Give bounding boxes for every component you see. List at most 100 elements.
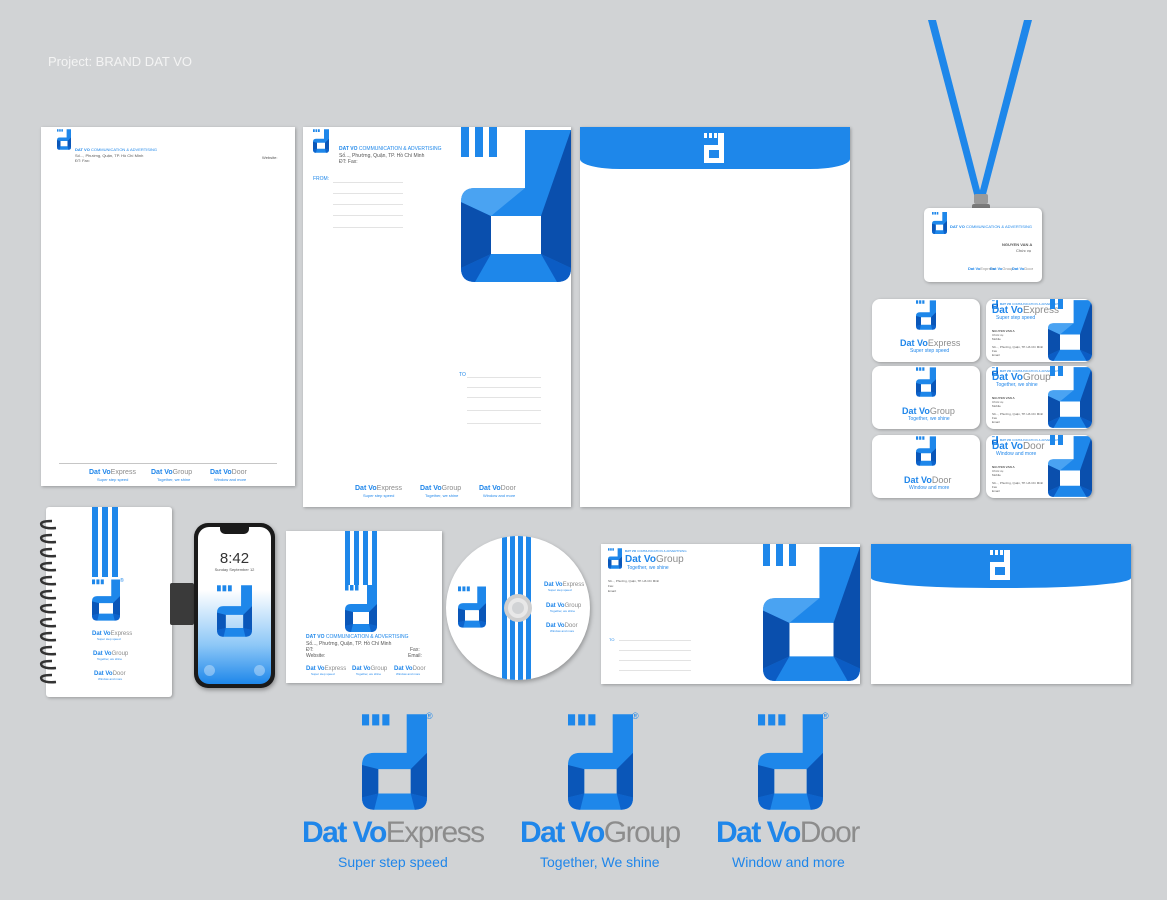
from-label: FROM: [313,176,330,182]
sleeve-fax: Fax: [410,647,420,653]
sleeve-phone: ĐT: [306,647,314,653]
brand-group-tagline: Together, We shine [540,854,660,870]
logo-icon [313,129,329,153]
cd-brand-door: Dat VoDoor [546,623,578,629]
logo-icon [916,367,936,397]
cd-tagline-door: Window and more [550,629,575,633]
badge-role: Chức vụ [1016,248,1032,253]
notebook-tagline-group: Together, we shine [97,657,123,661]
registered-mark: ® [822,711,829,721]
logo-icon [345,585,377,632]
brand-door-mini: Dat VoDoor [479,485,516,492]
logo-icon-white [704,133,724,163]
logo-icon [568,714,633,810]
dl-address: Số..., Phường, Quận, TP. Hồ Chí Minh [608,579,660,583]
notebook-tagline-door: Window and more [98,677,123,681]
card-back-name: NGUYEN VAN A [992,396,1015,400]
card-back-name: NGUYEN VAN A [992,329,1015,333]
logo-icon [458,586,486,628]
flashlight-icon[interactable] [204,665,215,676]
camera-icon[interactable] [254,665,265,676]
project-title: Project: BRAND DAT VO [48,54,192,69]
sleeve-address: Số..., Phường, Quận, TP. Hồ Chí Minh [306,641,392,647]
brand-express-wordmark: Dat VoExpress [302,816,485,849]
sleeve-website: Website: [306,653,326,659]
dl-fax: Fax: [608,584,614,588]
brand-express-mini: Dat VoExpress [355,485,402,492]
brand-express-tagline: Super step speed [338,854,448,870]
cd-sleeve: DAT VO COMMUNICATION & ADVERTISING Số...… [286,531,442,683]
tagline-express-mini: Super step speed [97,477,129,482]
cd-tagline-group: Together, we shine [550,609,576,613]
registered-mark: ® [426,711,433,721]
phone-screen: 8:42 Sunday September 12 [198,527,271,684]
card-back-name: NGUYEN VAN A [992,465,1015,469]
dl-brand-group: Dat VoGroup [625,554,684,565]
id-badge: DAT VO COMMUNICATION & ADVERTISING NGUYE… [924,208,1042,282]
cd-brand-express: Dat VoExpress [544,582,585,588]
card-back-mobile: Mobile [992,404,1001,408]
tagline-door-mini: Window and more [483,493,516,498]
cd-brand-group: Dat VoGroup [546,603,582,609]
card-back-role: Chức vụ [992,333,1004,337]
brand-group-mini: Dat VoGroup [420,485,462,492]
business-card-back-express: DAT VO COMMUNICATION & ADVERTISING Dat V… [986,299,1092,362]
large-envelope-front: DAT VO COMMUNICATION & ADVERTISING Số...… [303,127,571,507]
big-d-graphic [1048,366,1092,429]
card-back-fax: Fax [992,485,998,489]
large-envelope-back [580,127,850,507]
big-d-graphic [763,544,860,684]
brand-group-lockup: ® Dat VoGroup Together, We shine [518,712,688,877]
sleeve-tagline-door: Window and more [396,672,421,676]
logo-icon [92,579,120,621]
tagline-express-mini: Super step speed [363,493,395,498]
brand-door-mini: Dat VoDoor [210,469,247,476]
logo-icon-white [990,550,1010,580]
dl-tagline-group: Together, we shine [627,565,669,571]
card-back-tagline-door: Window and more [996,451,1037,457]
card-back-brand-group: Dat VoGroup [992,372,1051,383]
brand-express-lockup: ® Dat VoExpress Super step speed [300,712,490,877]
tagline-group-mini: Together, we shine [157,477,191,482]
logo-icon [217,585,252,637]
phone-fax: ĐT: Fax: [75,158,90,163]
company-suffix: COMMUNICATION & ADVERTISING [358,146,442,152]
company-name: DAT VO [75,147,90,152]
brand-express-mini: Dat VoExpress [89,469,136,476]
business-card-back-group: DAT VO COMMUNICATION & ADVERTISING Dat V… [986,366,1092,429]
notebook-band [170,583,194,625]
cd-disc: Dat VoExpress Super step speed Dat VoGro… [446,536,590,680]
card-back-address: Số..., Phường, Quận, TP. Hồ Chí Minh [992,412,1044,416]
phone-fax: ĐT: Fax: [339,159,358,165]
brand-group-wordmark: Dat VoGroup [520,816,681,849]
brand-door-wordmark: Dat VoDoor [716,816,860,849]
card-brand-door: Dat VoDoor [904,475,952,485]
badge-brand-express: Dat VoExpress [968,266,995,271]
company-name: DAT VO [339,146,358,152]
address: Số..., Phường, Quận, TP. Hồ Chí Minh [339,153,425,159]
cd-tagline-express: Super step speed [548,588,572,592]
registered-mark: ® [632,711,639,721]
card-back-mobile: Mobile [992,473,1001,477]
logo-icon [916,300,936,330]
dl-envelope-back [871,544,1131,684]
smartphone: 8:42 Sunday September 12 [194,523,275,688]
big-d-graphic [461,127,571,285]
card-back-role: Chức vụ [992,400,1004,404]
card-tagline-express: Super step speed [910,348,950,354]
logo-icon [57,129,71,150]
notebook: ® Dat VoExpress Super step speed Dat VoG… [39,507,172,697]
card-back-email: Email [992,489,1000,493]
company-suffix: COMMUNICATION & ADVERTISING [90,147,158,152]
logo-icon [916,436,936,466]
badge-brand-group: Dat VoGroup [990,266,1014,271]
big-d-graphic [1048,435,1092,498]
card-tagline-group: Together, we shine [908,416,950,422]
tagline-door-mini: Window and more [214,477,247,482]
notebook-brand-express: Dat VoExpress [92,631,133,637]
brand-group-mini: Dat VoGroup [151,469,193,476]
card-back-role: Chức vụ [992,469,1004,473]
card-back-tagline-group: Together, we shine [996,382,1038,388]
card-back-email: Email [992,420,1000,424]
card-back-email: Email [992,353,1000,357]
